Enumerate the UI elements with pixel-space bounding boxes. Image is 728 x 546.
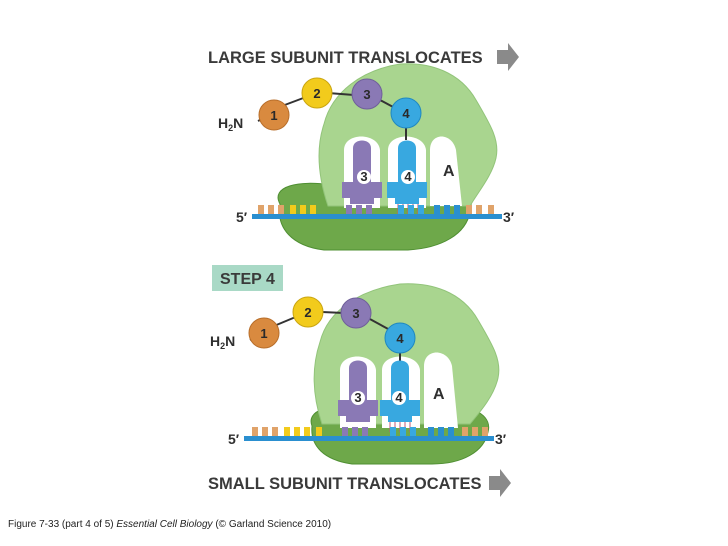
top-panel: LARGE SUBUNIT TRANSLOCATES A 3 4 — [208, 43, 519, 251]
bottom-panel: A 3 4 — [208, 283, 511, 497]
mrna-strand-bottom: 5′ 3′ — [228, 427, 507, 447]
heading-small-subunit: SMALL SUBUNIT TRANSLOCATES — [208, 475, 481, 493]
amino-terminus-label-bottom: H2N — [210, 333, 235, 351]
amino-acid-2: 2 — [313, 86, 320, 101]
three-prime-label: 3′ — [503, 209, 515, 225]
amino-acid-4-bottom: 4 — [396, 331, 404, 346]
trna-3-label: 3 — [360, 169, 367, 184]
trna-3: 3 — [342, 140, 382, 204]
amino-acid-3: 3 — [363, 87, 370, 102]
a-site-pocket — [430, 136, 462, 206]
step-box: STEP 4 — [212, 265, 283, 291]
five-prime-label: 5′ — [236, 209, 248, 225]
peptide-chain-bottom: H2N 1 2 3 4 — [210, 296, 416, 354]
trna-4-label-bottom: 4 — [395, 390, 403, 405]
a-site-pocket-bottom — [424, 352, 458, 428]
amino-acid-2-bottom: 2 — [304, 305, 311, 320]
three-prime-label-bottom: 3′ — [495, 431, 507, 447]
five-prime-label-bottom: 5′ — [228, 431, 240, 447]
amino-acid-1: 1 — [270, 108, 277, 123]
arrow-right-icon-bottom — [489, 469, 511, 497]
caption-book-title: Essential Cell Biology — [116, 519, 213, 530]
caption-prefix: Figure 7-33 (part 4 of 5) — [8, 519, 114, 530]
heading-large-subunit: LARGE SUBUNIT TRANSLOCATES — [208, 49, 483, 67]
trna-3-bottom: 3 — [338, 360, 378, 422]
trna-3-label-bottom: 3 — [354, 390, 361, 405]
caption-suffix: (© Garland Science 2010) — [215, 519, 332, 530]
amino-acid-1-bottom: 1 — [260, 326, 267, 341]
a-site-label-bottom: A — [433, 386, 445, 403]
trna-4-bottom: 4 — [380, 352, 420, 422]
arrow-right-icon — [497, 43, 519, 71]
step-label: STEP 4 — [220, 271, 275, 288]
peptide-chain: H2N 1 2 3 4 — [218, 77, 422, 133]
trna-4: 4 — [387, 123, 427, 204]
figure-caption: Figure 7-33 (part 4 of 5) Essential Cell… — [8, 519, 331, 530]
mrna-strand: 5′ 3′ — [236, 205, 515, 225]
amino-terminus-label: H2N — [218, 115, 243, 133]
a-site-label: A — [443, 163, 455, 180]
trna-4-label: 4 — [404, 169, 412, 184]
amino-acid-4: 4 — [402, 106, 410, 121]
amino-acid-3-bottom: 3 — [352, 306, 359, 321]
